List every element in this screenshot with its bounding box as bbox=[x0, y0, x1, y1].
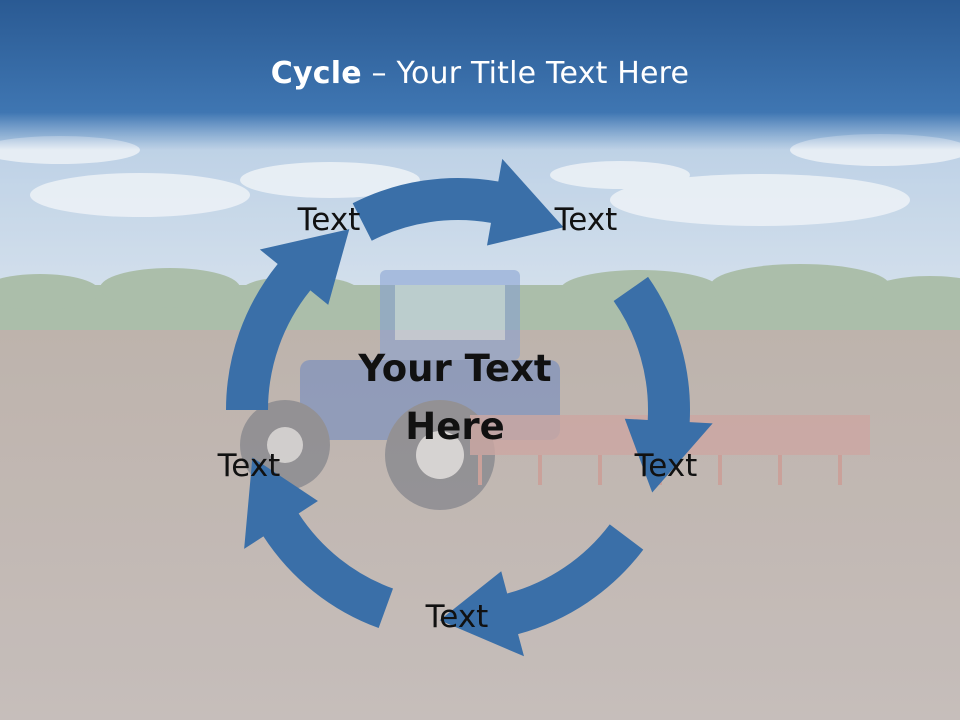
arrow-right bbox=[613, 276, 713, 493]
arrow-top bbox=[352, 158, 564, 246]
center-text-line2: Here bbox=[405, 405, 505, 448]
slide-title: Cycle – Your Title Text Here bbox=[0, 56, 960, 91]
cycle-label-bottom: Text bbox=[425, 599, 489, 635]
cycle-label-top-right: Text bbox=[554, 202, 618, 238]
cycle-label-left: Text bbox=[217, 448, 281, 484]
cycle-label-top-left: Text bbox=[297, 202, 361, 238]
center-text: Your Text Here bbox=[330, 340, 580, 456]
arrow-bottom-left bbox=[244, 457, 394, 629]
title-bold: Cycle bbox=[270, 56, 362, 91]
title-rest: – Your Title Text Here bbox=[361, 56, 690, 91]
cycle-label-right: Text bbox=[634, 448, 698, 484]
arrow-left bbox=[226, 229, 350, 410]
arrow-bottom-right bbox=[439, 524, 644, 657]
center-text-line1: Your Text bbox=[358, 347, 552, 390]
